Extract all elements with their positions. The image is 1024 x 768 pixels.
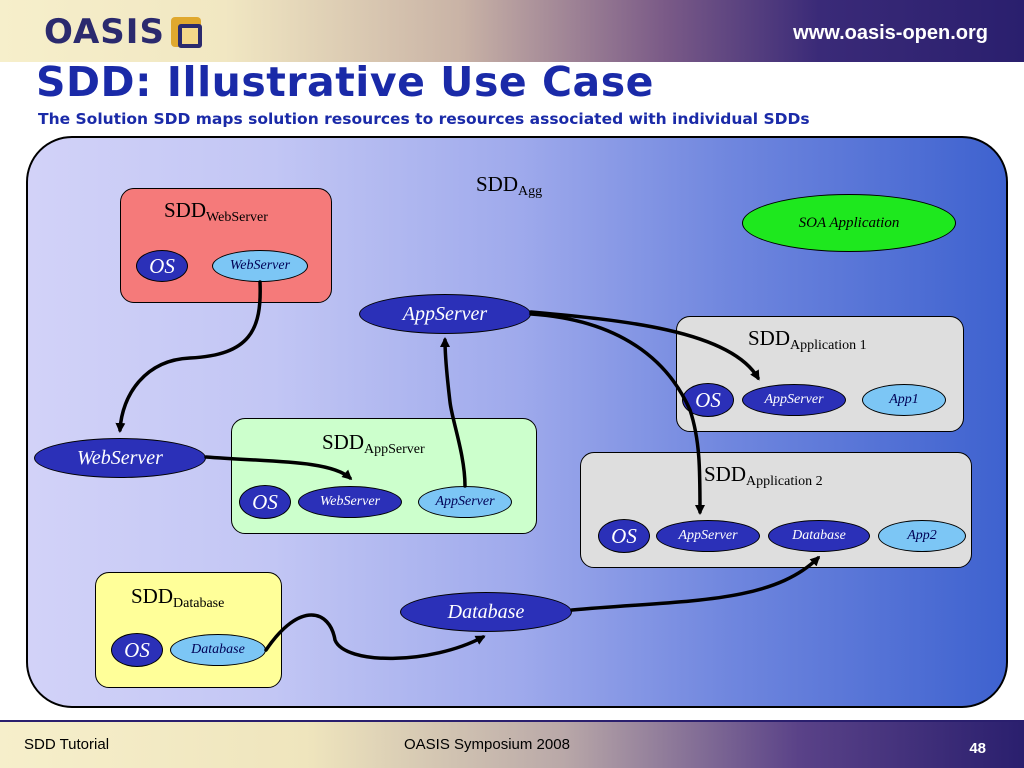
oasis-logo: OASIS — [44, 12, 202, 52]
application2-app2-node: App2 — [878, 520, 966, 552]
footer-left-text: SDD Tutorial — [24, 736, 110, 753]
database-box-os-node: OS — [111, 633, 163, 667]
application2-appserver-node: AppServer — [656, 520, 760, 552]
appserver-box-appserver-node: AppServer — [418, 486, 512, 518]
footer-divider — [0, 720, 1024, 722]
soa-application-node: SOA Application — [742, 194, 956, 252]
sdd-database-box — [95, 572, 282, 688]
page-number: 48 — [969, 740, 986, 757]
application1-appserver-node: AppServer — [742, 384, 846, 416]
application2-database-node: Database — [768, 520, 870, 552]
header-band — [0, 0, 1024, 62]
sdd-agg-label: SDDAgg — [476, 172, 543, 199]
sdd-database-label: SDDDatabase — [131, 584, 225, 611]
appserver-resource-node: AppServer — [359, 294, 531, 334]
footer-band — [0, 722, 1024, 768]
oasis-logo-icon — [170, 17, 202, 48]
appserver-box-webserver-node: WebServer — [298, 486, 402, 518]
logo-text: OASIS — [44, 12, 165, 52]
appserver-box-os-node: OS — [239, 485, 291, 519]
slide-title: SDD: Illustrative Use Case — [36, 58, 654, 106]
webserver-resource-node: WebServer — [34, 438, 206, 478]
sdd-webserver-label: SDDWebServer — [164, 198, 268, 225]
sdd-appserver-label: SDDAppServer — [322, 430, 425, 457]
webserver-box-os-node: OS — [136, 250, 188, 282]
application1-app1-node: App1 — [862, 384, 946, 416]
database-box-database-node: Database — [170, 634, 266, 666]
slide-subtitle: The Solution SDD maps solution resources… — [38, 110, 810, 128]
site-url: www.oasis-open.org — [793, 22, 988, 44]
application1-os-node: OS — [682, 383, 734, 417]
database-resource-node: Database — [400, 592, 572, 632]
webserver-box-webserver-node: WebServer — [212, 250, 308, 282]
application2-os-node: OS — [598, 519, 650, 553]
sdd-application2-label: SDDApplication 2 — [704, 462, 823, 489]
footer-center-text: OASIS Symposium 2008 — [404, 736, 570, 753]
sdd-application1-label: SDDApplication 1 — [748, 326, 867, 353]
